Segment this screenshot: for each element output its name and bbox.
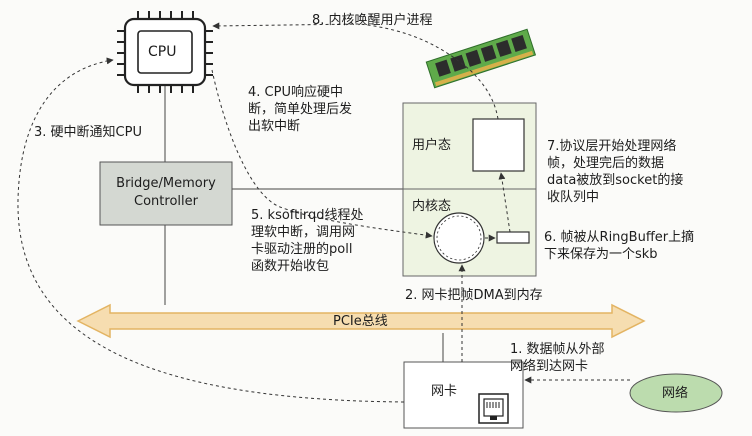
nic-label: 网卡 [431,384,458,399]
step1-label: 1. 数据帧从外部 网络到达网卡 [510,341,605,375]
step5-line2: 理软中断，调用网 [251,225,356,240]
step7-line1: 7.协议层开始处理网络 [547,139,677,154]
bridge-label-line2: Controller [134,194,198,209]
bridge-label-line1: Bridge/Memory [116,176,216,191]
flow-hard-interrupt-to-cpu [17,57,405,403]
step7-line4: 收队列中 [547,190,600,205]
skb-box [496,231,530,244]
flow-skb-to-user-process [498,172,511,233]
user-mode-label: 用户态 [412,138,452,153]
pcie-bus-label: PCIe总线 [333,314,388,329]
step7-line3: data被放到socket的接 [547,173,684,188]
step7-line2: 帧，处理完后的数据 [547,156,665,171]
cpu-chip-icon [117,11,213,93]
step4-line1: 4. CPU响应硬中 [248,85,343,100]
flow-paths [17,22,630,403]
step6-line1: 6. 帧被从RingBuffer上摘 [544,230,695,245]
step4-label: 4. CPU响应硬中 断，简单处理后发 出软中断 [248,84,352,135]
step7-label: 7.协议层开始处理网络 帧，处理完后的数据 data被放到socket的接 收队… [547,138,683,206]
kernel-mode-label: 内核态 [412,199,452,214]
step1-line2: 网络到达网卡 [510,359,589,374]
ring-buffer-icon [433,212,485,264]
step6-line2: 下来保存为一个skb [544,247,658,262]
bridge-memory-controller-box [99,161,233,226]
pcie-bus-arrow [76,303,646,339]
user-process-box [472,118,525,172]
step4-line2: 断，简单处理后发 [248,102,353,117]
step2-label: 2. 网卡把帧DMA到内存 [405,288,543,303]
step5-line3: 卡驱动注册的poll [251,242,353,257]
connection-lines [164,84,444,362]
flow-cpu-to-ringbuffer [211,69,433,239]
ethernet-port-icon [478,393,509,424]
step8-label: 8. 内核唤醒用户进程 [312,13,433,28]
network-cloud [629,373,723,413]
flow-wakeup-user-process [212,22,499,120]
network-label: 网络 [662,386,689,401]
bridge-memory-controller-label: Bridge/Memory Controller [100,175,232,211]
step5-label: 5. ksoftirqd线程处 理软中断，调用网 卡驱动注册的poll 函数开始… [251,207,363,275]
ram-stick-icon [425,28,537,89]
step4-line3: 出软中断 [248,119,301,134]
cpu-label: CPU [148,44,177,60]
step5-line1: 5. ksoftirqd线程处 [251,208,364,223]
step6-label: 6. 帧被从RingBuffer上摘 下来保存为一个skb [544,229,694,263]
step1-line1: 1. 数据帧从外部 [510,342,605,357]
step3-label: 3. 硬中断通知CPU [34,125,142,140]
step5-line4: 函数开始收包 [251,259,330,274]
